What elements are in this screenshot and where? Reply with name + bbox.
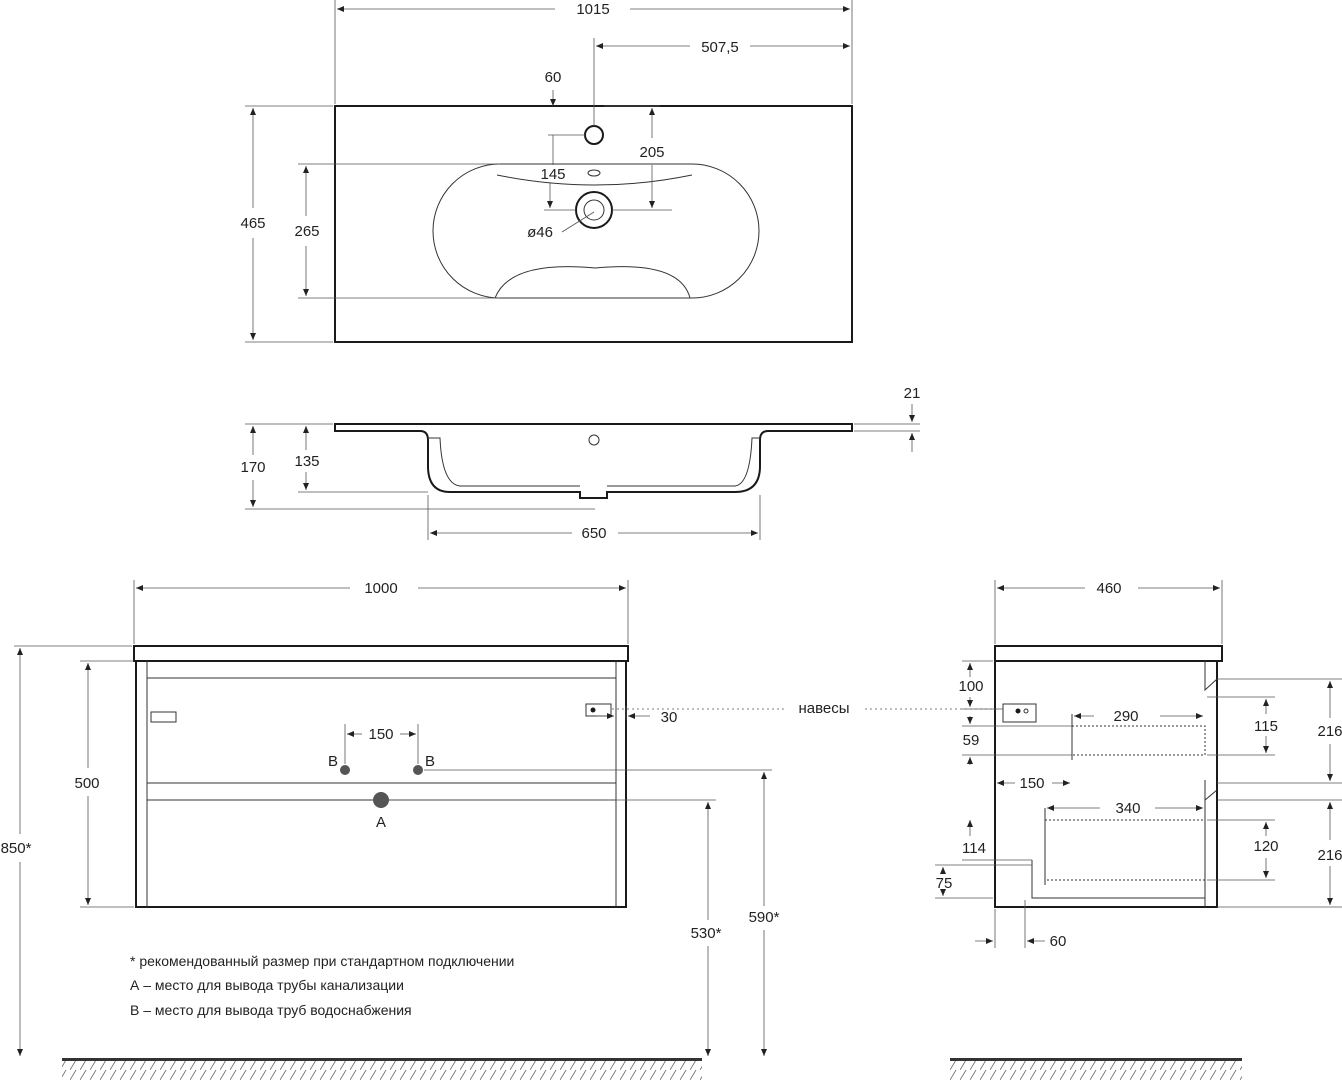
dim-bowl-depth: 265 (294, 223, 319, 240)
side-countertop (994, 645, 1223, 662)
dim-supply-spacing: 150 (368, 726, 393, 743)
drain-point (373, 792, 389, 808)
bowl-lower-curve (494, 266, 691, 299)
dim-upper-drawer-gap: 59 (963, 732, 980, 749)
floor-right-hatch (950, 1061, 1242, 1080)
section-outline (334, 423, 853, 499)
faucet-hole (584, 125, 604, 145)
dim-front-height: 500 (74, 775, 99, 792)
basin-outline (334, 105, 853, 343)
front-countertop (133, 645, 629, 662)
dim-hole-offset: 60 (545, 69, 562, 86)
hinge-right (585, 703, 612, 717)
dim-hinge-offset: 30 (661, 709, 678, 726)
bowl-outline (432, 163, 760, 299)
dim-faucet-overflow: 145 (540, 166, 565, 183)
dim-top-depth: 465 (240, 215, 265, 232)
side-cabinet (994, 660, 1218, 908)
drain-inner (583, 199, 605, 221)
dim-total-height: 850* (1, 840, 32, 857)
dim-drawer-setback: 150 (1019, 775, 1044, 792)
top-view: 1015 507,5 60 205 145 ø46 465 (240, 0, 853, 343)
hinge-label: навесы (798, 700, 849, 717)
front-view: B B A 1000 150 30 навесы 500 850 (1, 580, 1000, 1080)
lower-drawer (1044, 819, 1206, 881)
hinge-left (150, 711, 177, 723)
notes: * рекомендованный размер при стандартном… (130, 953, 514, 1018)
note-recommended: * рекомендованный размер при стандартном… (130, 953, 514, 969)
dim-lower-front-height: 216 (1317, 847, 1342, 864)
side-section: 21 170 135 650 (240, 385, 920, 542)
dim-lower-drawer-depth: 340 (1115, 800, 1140, 817)
supply-point-left (340, 765, 350, 775)
dim-drain-diameter: ø46 (527, 224, 553, 241)
dim-lower-gap: 114 (962, 840, 986, 857)
supply-label-right: B (425, 753, 435, 770)
dim-hinge-drop: 100 (958, 678, 983, 695)
side-view: 460 100 290 59 115 216 150 (935, 580, 1342, 1080)
dim-half-width: 507,5 (701, 39, 739, 56)
supply-point-right (413, 765, 423, 775)
dim-faucet-drain: 205 (639, 144, 664, 161)
dim-front-width: 1000 (364, 580, 397, 597)
dim-side-depth: 460 (1096, 580, 1121, 597)
dim-upper-drawer-height: 115 (1254, 718, 1278, 735)
dim-top-width: 1015 (576, 1, 609, 18)
floor-right (950, 1058, 1242, 1061)
section-inner (428, 437, 760, 487)
dim-drain-height: 530* (691, 925, 722, 942)
dim-section-height: 170 (240, 459, 265, 476)
floor-left (62, 1058, 702, 1061)
dim-bowl-width: 650 (581, 525, 606, 542)
supply-label-left: B (328, 753, 338, 770)
dim-base-height: 75 (936, 875, 953, 892)
overflow-hole (587, 169, 601, 177)
dim-supply-height: 590* (749, 909, 780, 926)
dim-upper-front-height: 216 (1317, 723, 1342, 740)
drain-label: A (376, 814, 386, 831)
upper-drawer (1071, 725, 1206, 756)
note-drain: А – место для вывода трубы канализации (130, 977, 404, 993)
dim-base-setback: 60 (1050, 933, 1067, 950)
floor-left-hatch (62, 1061, 702, 1080)
bowl-upper-curve (496, 174, 693, 186)
note-supply: В – место для вывода труб водоснабжения (130, 1002, 412, 1018)
hinge-bracket-side (1002, 703, 1037, 723)
front-cabinet (135, 660, 627, 908)
dim-rim-thickness: 21 (904, 385, 921, 402)
dim-bowl-height: 135 (294, 453, 319, 470)
dim-lower-drawer-height: 120 (1253, 838, 1278, 855)
drain-outer (575, 191, 613, 229)
overflow-hole-side (588, 434, 600, 446)
dim-upper-drawer-depth: 290 (1113, 708, 1138, 725)
